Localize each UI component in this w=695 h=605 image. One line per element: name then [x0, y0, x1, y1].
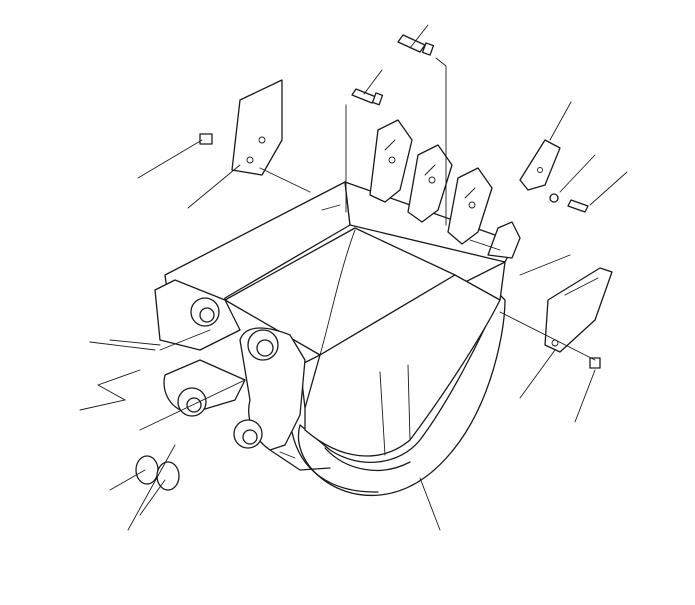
- teeth: [369, 119, 521, 259]
- shims: [135, 455, 180, 491]
- tooth-pin-bolt: [397, 34, 435, 56]
- cutter-bolt-left: [199, 133, 213, 145]
- bucket-bosses: [154, 279, 331, 471]
- cutter-plate-right: [519, 139, 561, 191]
- side-cutter-left: [231, 79, 283, 176]
- side-cutter-right: [544, 267, 613, 353]
- cutter-nut-right: [549, 193, 559, 203]
- cutter-bolt-right: [567, 199, 601, 369]
- adapter-bolt: [351, 88, 384, 106]
- leader-lines: [79, 24, 628, 531]
